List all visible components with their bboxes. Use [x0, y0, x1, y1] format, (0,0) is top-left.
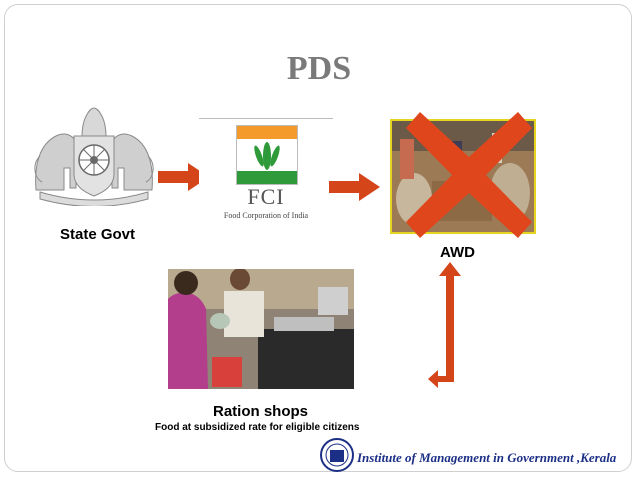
cross-icon — [406, 112, 532, 238]
fci-logo-icon — [236, 125, 298, 185]
ration-shops-label: Ration shops — [213, 403, 309, 420]
footer-institute: Institute of Management in Government ,K… — [357, 450, 617, 465]
img-logo-icon — [320, 438, 354, 472]
state-govt-label: State Govt — [60, 226, 136, 243]
slide-frame — [4, 4, 632, 472]
fci-abbr: FCI — [247, 184, 285, 209]
awd-label: AWD — [440, 244, 475, 261]
double-arrow-icon — [428, 262, 461, 388]
right-arrow-icon — [158, 163, 209, 191]
fci-top-rule — [199, 118, 333, 119]
slide-title: PDS — [286, 50, 352, 87]
fci-full-name: Food Corporation of India — [223, 211, 309, 220]
kerala-emblem-icon — [34, 107, 154, 206]
ration-shop-photo — [168, 269, 354, 389]
ration-shops-caption: Food at subsidized rate for eligible cit… — [155, 422, 360, 433]
right-arrow-icon — [329, 173, 380, 201]
